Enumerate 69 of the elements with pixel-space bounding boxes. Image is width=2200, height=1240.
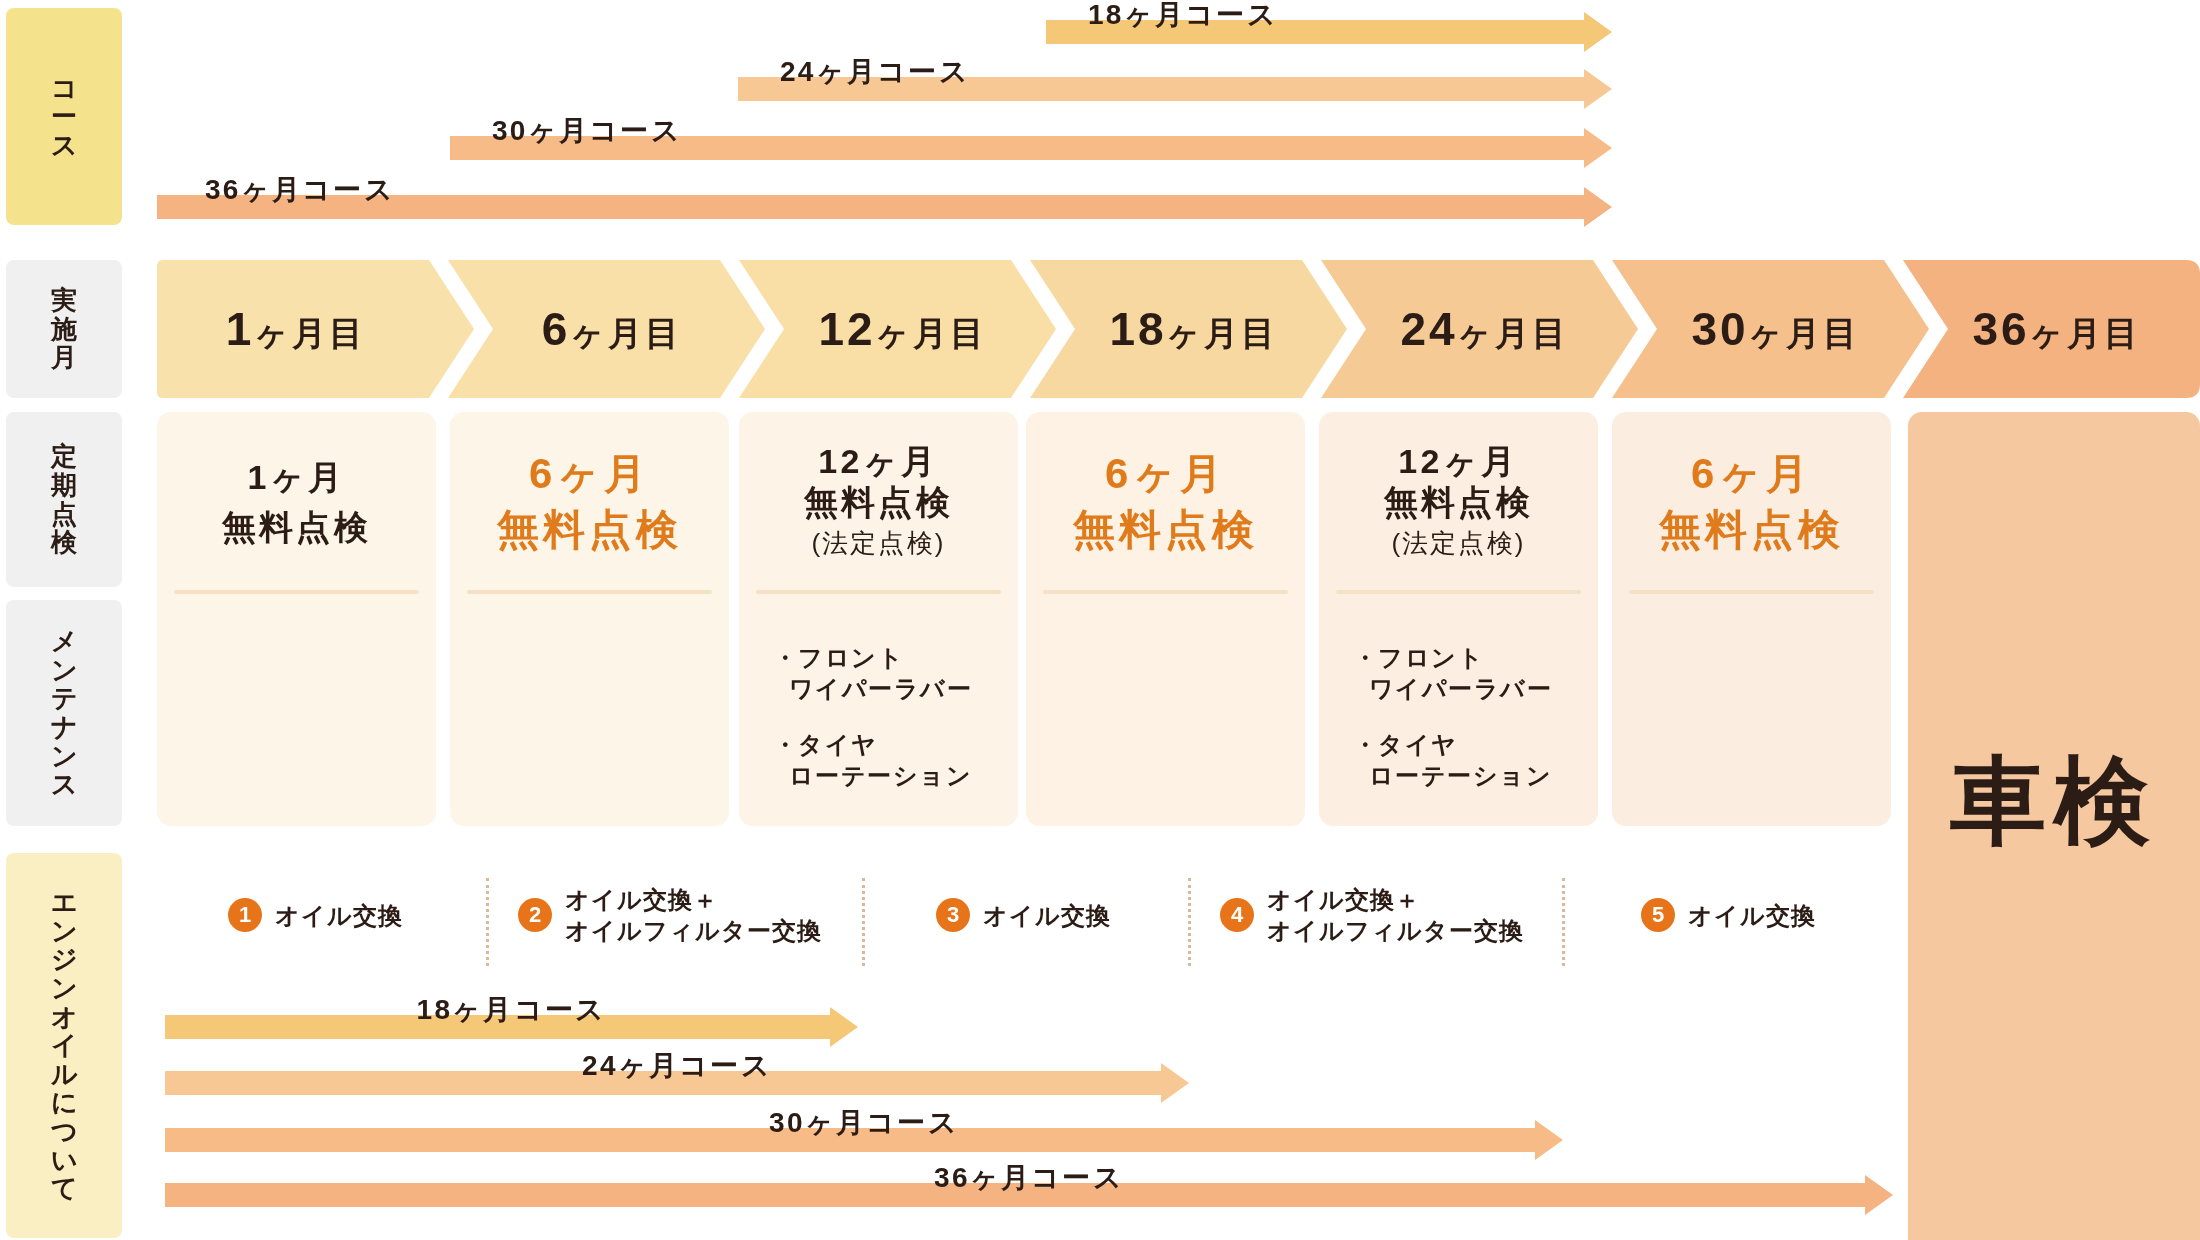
month-label: 36ヶ月目 [1972, 301, 2141, 357]
maintenance-item: ワイパーラバー [788, 674, 973, 704]
inspection-card [1319, 412, 1598, 826]
inspection-title: 6ヶ月 [529, 449, 650, 499]
inspection-note: (法定点検) [811, 527, 946, 560]
month-label: 12ヶ月目 [818, 301, 987, 357]
row-header-label: エンジンオイルについて [51, 888, 77, 1203]
inspection-card [1612, 412, 1891, 826]
course-label: 36ヶ月コース [205, 175, 395, 205]
step-number: 3 [936, 898, 970, 932]
course-label: 24ヶ月コース [581, 1051, 773, 1081]
course-label: 30ヶ月コース [492, 116, 682, 146]
maintenance-item: ・フロント [773, 643, 906, 673]
month-step-band [1903, 260, 2200, 398]
oil-step-text: オイル交換 [275, 900, 403, 931]
course-label: 30ヶ月コース [768, 1108, 960, 1138]
row-header-label: メンテナンス [51, 627, 77, 799]
maintenance-item: ローテーション [788, 761, 973, 791]
inspection-title: 1ヶ月 [247, 457, 346, 498]
inspection-title: 無料点検 [1659, 505, 1844, 555]
oil-step-text: オイルフィルター交換 [1267, 916, 1524, 946]
step-number: 5 [1641, 898, 1675, 932]
oil-step-text: オイル交換＋ [565, 885, 719, 915]
maintenance-item: ・タイヤ [1353, 730, 1459, 760]
inspection-title: 6ヶ月 [1105, 449, 1226, 499]
inspection-title: 12ヶ月 [1398, 441, 1519, 482]
month-step-band [1612, 260, 1929, 398]
month-step-band [1321, 260, 1638, 398]
inspection-title: 無料点検 [1383, 482, 1534, 523]
row-header-label: 実施月 [51, 286, 77, 372]
inspection-title: 無料点検 [221, 507, 372, 548]
oil-step-text: オイル交換 [1688, 900, 1816, 931]
month-step-band [739, 260, 1056, 398]
month-label: 30ヶ月目 [1691, 301, 1860, 357]
inspection-title: 無料点検 [497, 505, 682, 555]
inspection-title: 無料点検 [803, 482, 954, 523]
oil-step-text: オイル交換＋ [1267, 885, 1421, 915]
inspection-title: 無料点検 [1073, 505, 1258, 555]
row-header-label: コース [51, 73, 77, 160]
maintenance-item: ・タイヤ [773, 730, 879, 760]
inspection-title: 12ヶ月 [818, 441, 939, 482]
month-label: 6ヶ月目 [541, 301, 682, 357]
oil-step-text: オイルフィルター交換 [565, 916, 822, 946]
month-step-band [157, 260, 474, 398]
inspection-card [450, 412, 729, 826]
inspection-card [157, 412, 436, 826]
course-label: 36ヶ月コース [933, 1163, 1125, 1193]
inspection-panel [1908, 412, 2200, 1240]
oil-step-text: オイル交換 [983, 900, 1111, 931]
row-header-label: 定期点検 [51, 442, 77, 557]
course-label: 24ヶ月コース [780, 57, 970, 87]
step-number: 1 [228, 898, 262, 932]
inspection-note: (法定点検) [1391, 527, 1526, 560]
row-header [6, 8, 122, 225]
month-step-band [448, 260, 765, 398]
inspection-card [739, 412, 1018, 826]
maintenance-item: ・フロント [1353, 643, 1486, 673]
month-label: 18ヶ月目 [1109, 301, 1278, 357]
month-label: 24ヶ月目 [1400, 301, 1569, 357]
step-number: 4 [1220, 898, 1254, 932]
maintenance-item: ローテーション [1368, 761, 1553, 791]
month-step-band [1030, 260, 1347, 398]
month-label: 1ヶ月目 [225, 301, 366, 357]
row-header [6, 853, 122, 1238]
step-number: 2 [518, 898, 552, 932]
maintenance-item: ワイパーラバー [1368, 674, 1553, 704]
inspection-title: 車検 [1950, 746, 2158, 856]
inspection-title: 6ヶ月 [1691, 449, 1812, 499]
inspection-card [1026, 412, 1305, 826]
